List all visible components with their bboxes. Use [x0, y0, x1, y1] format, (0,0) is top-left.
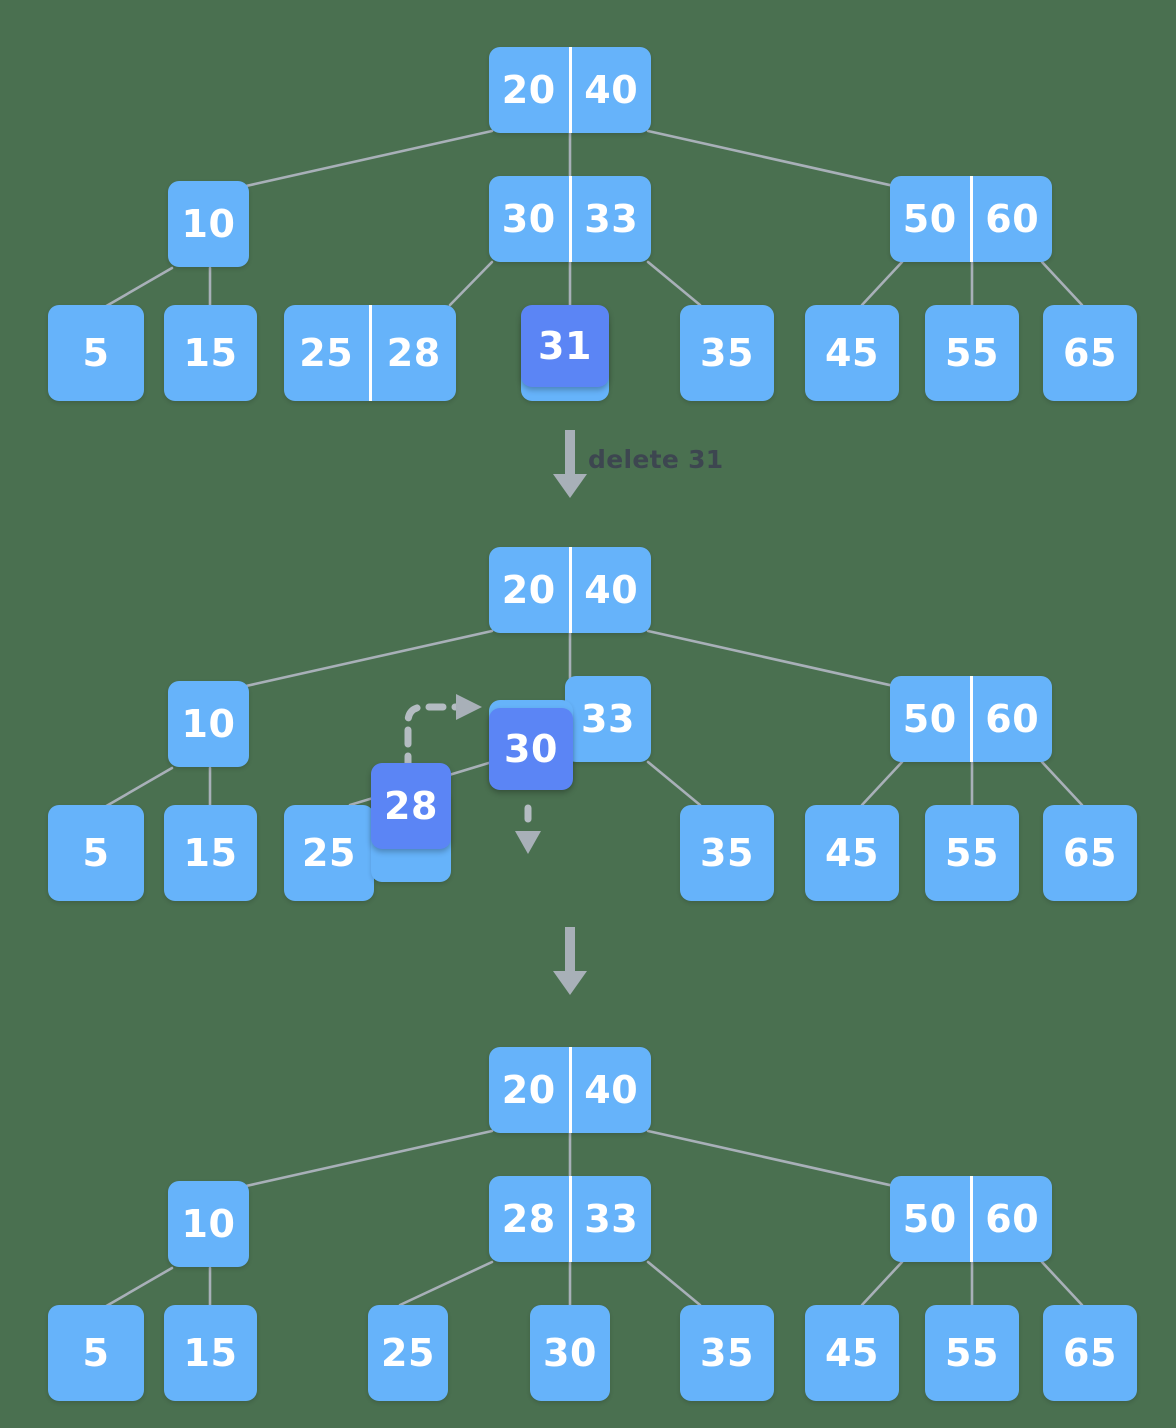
delete-step-label: delete 31	[588, 445, 724, 474]
key-cell: 25	[299, 331, 354, 375]
node-internal-left-s2[interactable]: 10	[168, 681, 249, 767]
key-cell: 33	[568, 1176, 652, 1262]
key-cell: 20	[501, 1068, 556, 1112]
key-cell: 55	[945, 831, 999, 875]
key-cell: 28	[368, 305, 457, 401]
leaf-45-s2[interactable]: 45	[805, 805, 899, 901]
step-arrow-2-shaft	[565, 927, 575, 975]
leaf-65-s3[interactable]: 65	[1043, 1305, 1137, 1401]
leaf-5-s3[interactable]: 5	[48, 1305, 144, 1401]
leaf-25-28-s1[interactable]: 25 28	[284, 305, 456, 401]
key-cell: 5	[82, 331, 110, 375]
key-cell: 60	[969, 676, 1053, 762]
node-internal-mid-s3[interactable]: 28 33	[489, 1176, 651, 1262]
key-cell: 10	[181, 1202, 236, 1246]
leaf-35-s1[interactable]: 35	[680, 305, 774, 401]
key-cell: 45	[825, 331, 879, 375]
key-cell: 50	[902, 697, 957, 741]
leaf-15-s1[interactable]: 15	[164, 305, 257, 401]
key-cell: 31	[538, 324, 592, 368]
leaf-35-s3[interactable]: 35	[680, 1305, 774, 1401]
key-cell: 45	[825, 1331, 879, 1375]
key-cell: 25	[302, 831, 356, 875]
key-cell: 65	[1063, 1331, 1117, 1375]
key-cell: 40	[568, 1047, 652, 1133]
leaf-25-s2[interactable]: 25	[284, 805, 374, 901]
key-cell: 10	[181, 202, 236, 246]
leaf-55-s2[interactable]: 55	[925, 805, 1019, 901]
key-cell: 30	[504, 727, 558, 771]
leaf-55-s1[interactable]: 55	[925, 305, 1019, 401]
key-cell: 30	[501, 197, 556, 241]
node-internal-left-s1[interactable]: 10	[168, 181, 249, 267]
leaf-55-s3[interactable]: 55	[925, 1305, 1019, 1401]
key-cell: 15	[183, 1331, 238, 1375]
node-root-s3[interactable]: 20 40	[489, 1047, 651, 1133]
key-cell: 45	[825, 831, 879, 875]
key-cell: 40	[568, 47, 652, 133]
key-cell: 5	[82, 831, 110, 875]
key-cell: 33	[568, 176, 652, 262]
key-cell: 33	[581, 697, 635, 741]
promote-arrow	[404, 694, 482, 774]
key-cell: 35	[700, 331, 754, 375]
node-root-s1[interactable]: 20 40	[489, 47, 651, 133]
node-internal-right-s2[interactable]: 50 60	[890, 676, 1052, 762]
leaf-25-s3[interactable]: 25	[368, 1305, 448, 1401]
key-cell: 50	[902, 1197, 957, 1241]
key-cell: 60	[969, 1176, 1053, 1262]
key-cell: 25	[381, 1331, 435, 1375]
key-cell: 28	[501, 1197, 556, 1241]
leaf-65-s1[interactable]: 65	[1043, 305, 1137, 401]
step-arrow-2-head	[553, 971, 587, 995]
key-cell: 20	[501, 68, 556, 112]
node-internal-right-s1[interactable]: 50 60	[890, 176, 1052, 262]
key-cell: 10	[181, 702, 236, 746]
key-cell: 35	[700, 831, 754, 875]
leaf-65-s2[interactable]: 65	[1043, 805, 1137, 901]
key-cell: 28	[384, 784, 438, 828]
leaf-5-s2[interactable]: 5	[48, 805, 144, 901]
key-cell: 20	[501, 568, 556, 612]
key-cell: 55	[945, 331, 999, 375]
key-cell: 15	[183, 331, 238, 375]
leaf-28-moving-s2[interactable]: 28	[371, 763, 451, 849]
key-cell: 65	[1063, 831, 1117, 875]
key-cell: 15	[183, 831, 238, 875]
key-cell: 55	[945, 1331, 999, 1375]
leaf-5-s1[interactable]: 5	[48, 305, 144, 401]
node-internal-mid-s1[interactable]: 30 33	[489, 176, 651, 262]
leaf-45-s1[interactable]: 45	[805, 305, 899, 401]
leaf-31-highlighted-s1[interactable]: 31	[521, 305, 609, 387]
demote-arrow	[515, 804, 541, 854]
node-internal-right-s3[interactable]: 50 60	[890, 1176, 1052, 1262]
leaf-35-s2[interactable]: 35	[680, 805, 774, 901]
node-33-s2[interactable]: 33	[565, 676, 651, 762]
leaf-15-s2[interactable]: 15	[164, 805, 257, 901]
node-internal-left-s3[interactable]: 10	[168, 1181, 249, 1267]
key-cell: 65	[1063, 331, 1117, 375]
leaf-45-s3[interactable]: 45	[805, 1305, 899, 1401]
step-arrow-1-head	[553, 474, 587, 498]
node-30-moving-s2[interactable]: 30	[489, 708, 573, 790]
key-cell: 50	[902, 197, 957, 241]
key-cell: 30	[543, 1331, 597, 1375]
leaf-15-s3[interactable]: 15	[164, 1305, 257, 1401]
step-arrow-1-shaft	[565, 430, 575, 478]
leaf-30-s3[interactable]: 30	[530, 1305, 610, 1401]
key-cell: 5	[82, 1331, 110, 1375]
key-cell: 60	[969, 176, 1053, 262]
key-cell: 35	[700, 1331, 754, 1375]
node-root-s2[interactable]: 20 40	[489, 547, 651, 633]
key-cell: 40	[568, 547, 652, 633]
